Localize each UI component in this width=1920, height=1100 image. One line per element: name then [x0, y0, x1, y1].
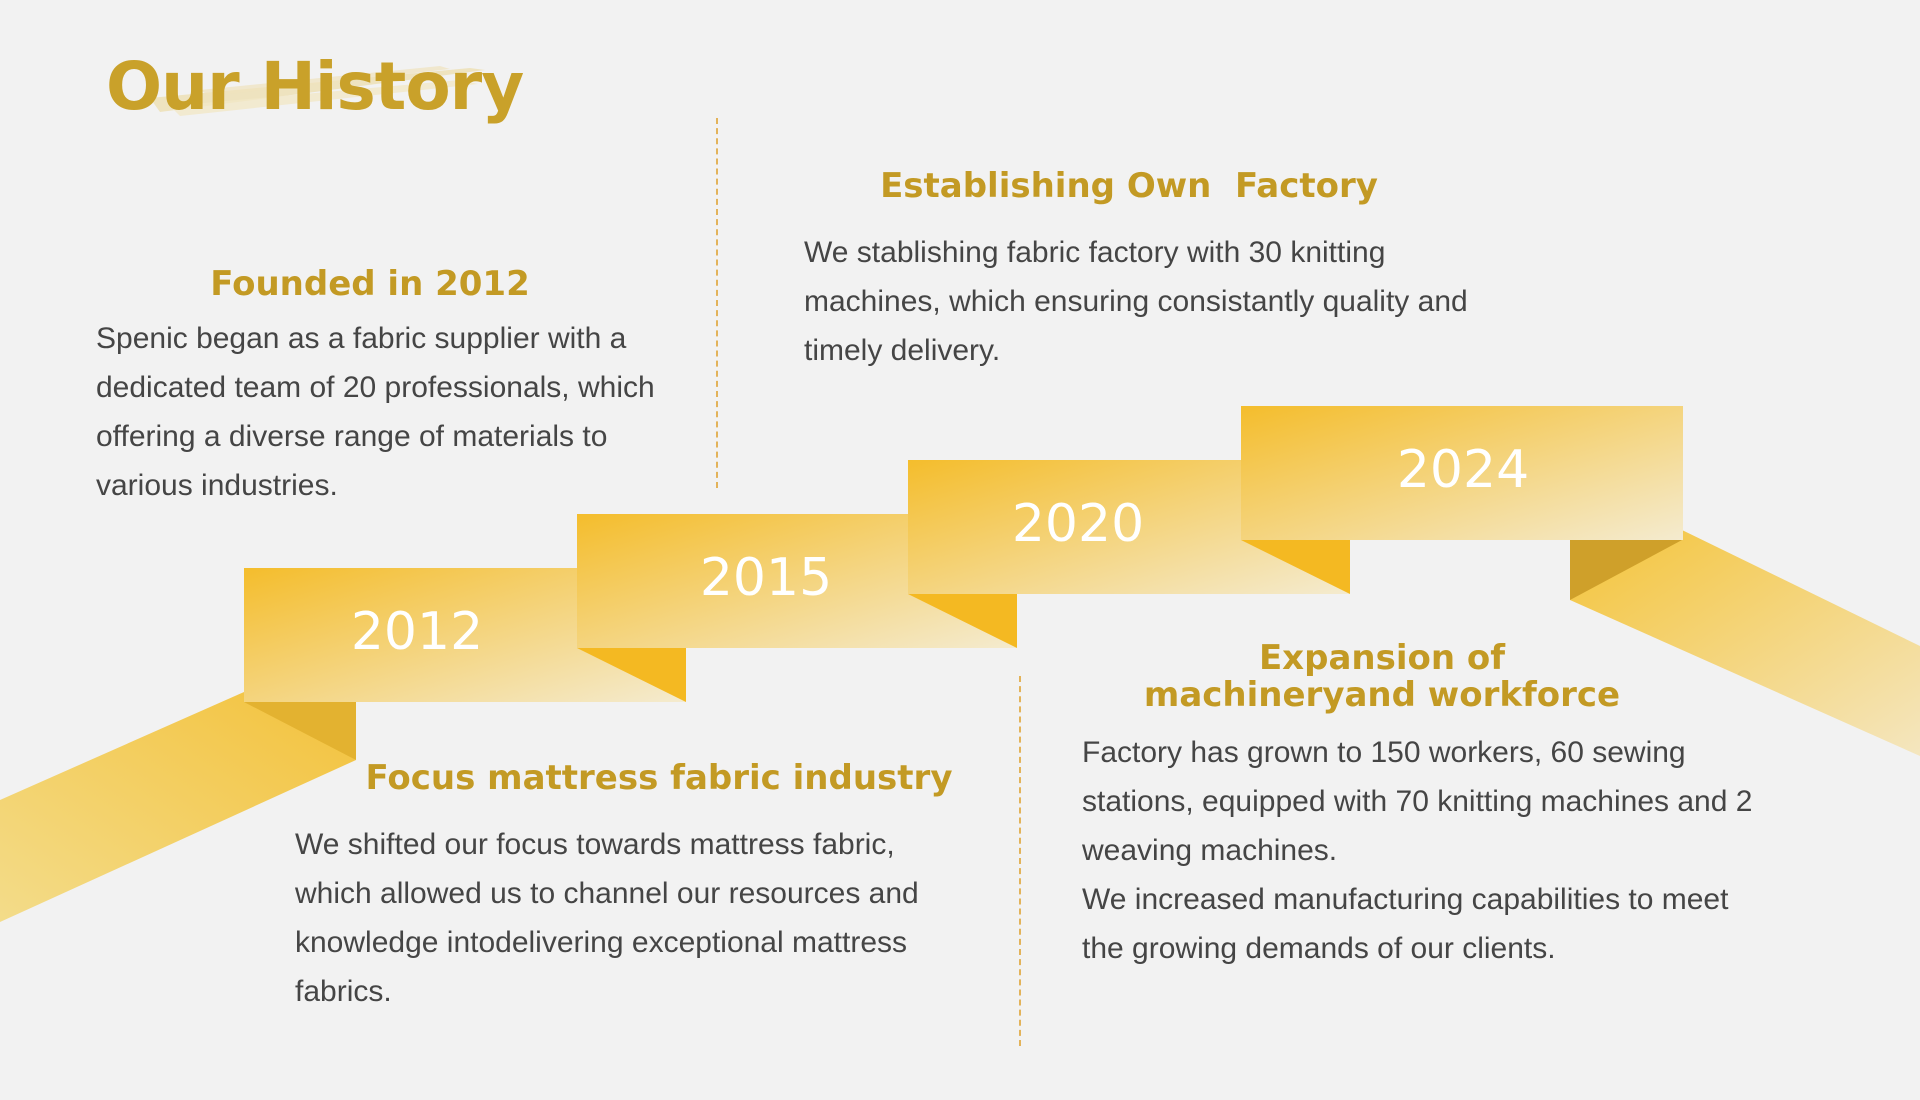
ribbon-tail-right	[1570, 530, 1920, 756]
ribbon-fold-2024	[1241, 540, 1350, 594]
ribbon-tail-left	[0, 692, 356, 922]
year-label-2020: 2020	[1011, 494, 1145, 554]
milestone-heading-2015: Focus mattress fabric industry	[365, 758, 953, 798]
milestone-description-2024: Factory has grown to 150 workers, 60 sew…	[1082, 728, 1762, 973]
milestone-heading-2024-line-2: machineryand workforce	[1143, 675, 1621, 715]
year-label-2024: 2024	[1396, 440, 1530, 500]
milestone-description-2024-paragraph-2: We increased manufacturing capabilities …	[1082, 883, 1729, 965]
title-brush-stroke	[150, 66, 485, 116]
milestone-description-2012: Spenic began as a fabric supplier with a…	[96, 322, 655, 502]
milestone-heading-2024-line-1: Expansion of	[1258, 638, 1506, 678]
connector-line-2024	[1019, 676, 1021, 1046]
connector-line-2020	[716, 118, 718, 488]
milestone-description-2024-paragraph-1: Factory has grown to 150 workers, 60 sew…	[1082, 736, 1753, 867]
ribbon-fold-2012	[244, 702, 356, 760]
ribbon-panel-2024	[1241, 406, 1683, 540]
milestone-heading-2012: Founded in 2012	[210, 264, 530, 304]
year-label-2015: 2015	[699, 548, 833, 608]
ribbon-fold-2015	[577, 648, 686, 702]
milestone-description-2020: We stablishing fabric factory with 30 kn…	[804, 236, 1468, 367]
year-label-2012: 2012	[350, 602, 484, 662]
milestone-heading-2020: Establishing Own Factory	[880, 166, 1378, 206]
ribbon-fold-2024-right	[1570, 540, 1682, 600]
ribbon-fold-2020	[908, 594, 1017, 648]
page-title: Our History	[106, 48, 524, 125]
milestone-heading-2024: Expansion of machineryand workforce	[1032, 640, 1732, 714]
milestone-description-2015: We shifted our focus towards mattress fa…	[295, 828, 919, 1008]
